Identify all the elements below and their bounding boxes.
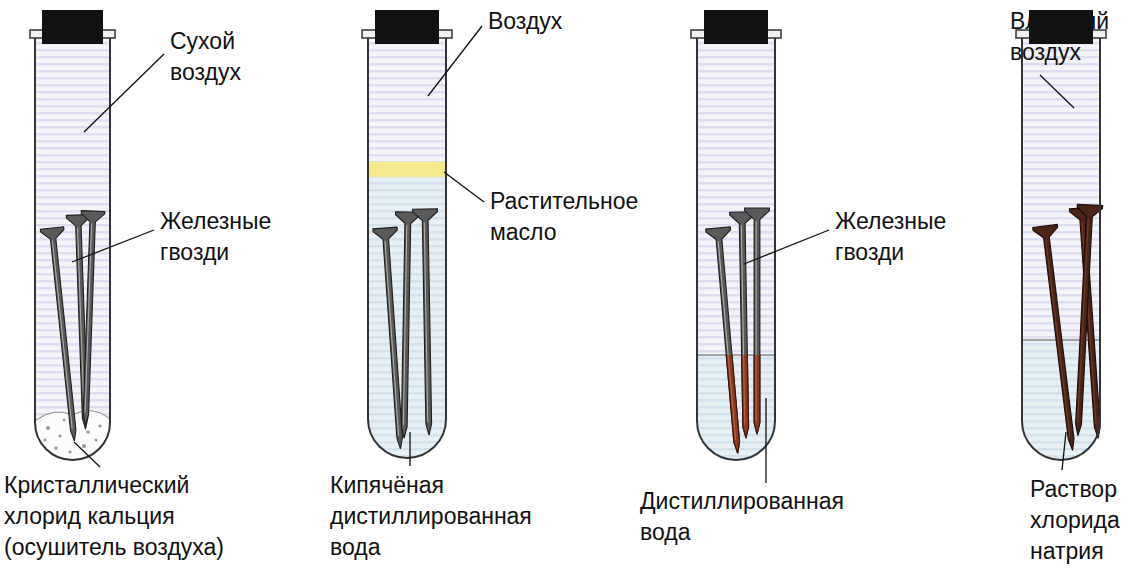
label-text: Сухой воздух <box>170 26 290 88</box>
tube-glass <box>35 38 110 460</box>
label-text: Железные гвозди <box>160 206 290 268</box>
stopper <box>704 10 768 44</box>
leader-lines <box>72 26 1074 483</box>
test-tube-water <box>691 10 781 460</box>
stopper <box>375 10 439 44</box>
stopper <box>42 10 103 44</box>
label-text: Дистиллированная вода <box>640 486 880 548</box>
label-text: Кипячёная дистиллированная вода <box>330 470 570 563</box>
label-text: Раствор хлорида натрия <box>1030 474 1126 567</box>
label-text: Железные гвозди <box>835 206 965 268</box>
test-tube-oil <box>362 10 452 458</box>
label-text: Растительное масло <box>490 186 670 248</box>
label-text: Кристаллический хлорид кальция (осушител… <box>4 470 264 563</box>
test-tube-dry <box>30 10 115 460</box>
boiled-water <box>368 176 446 458</box>
oil-layer <box>368 162 446 177</box>
label-text: Влажный воздух <box>1010 6 1125 68</box>
test-tube-salt <box>1016 10 1111 460</box>
label-text: Воздух <box>488 6 608 37</box>
rusted-part <box>706 355 770 454</box>
